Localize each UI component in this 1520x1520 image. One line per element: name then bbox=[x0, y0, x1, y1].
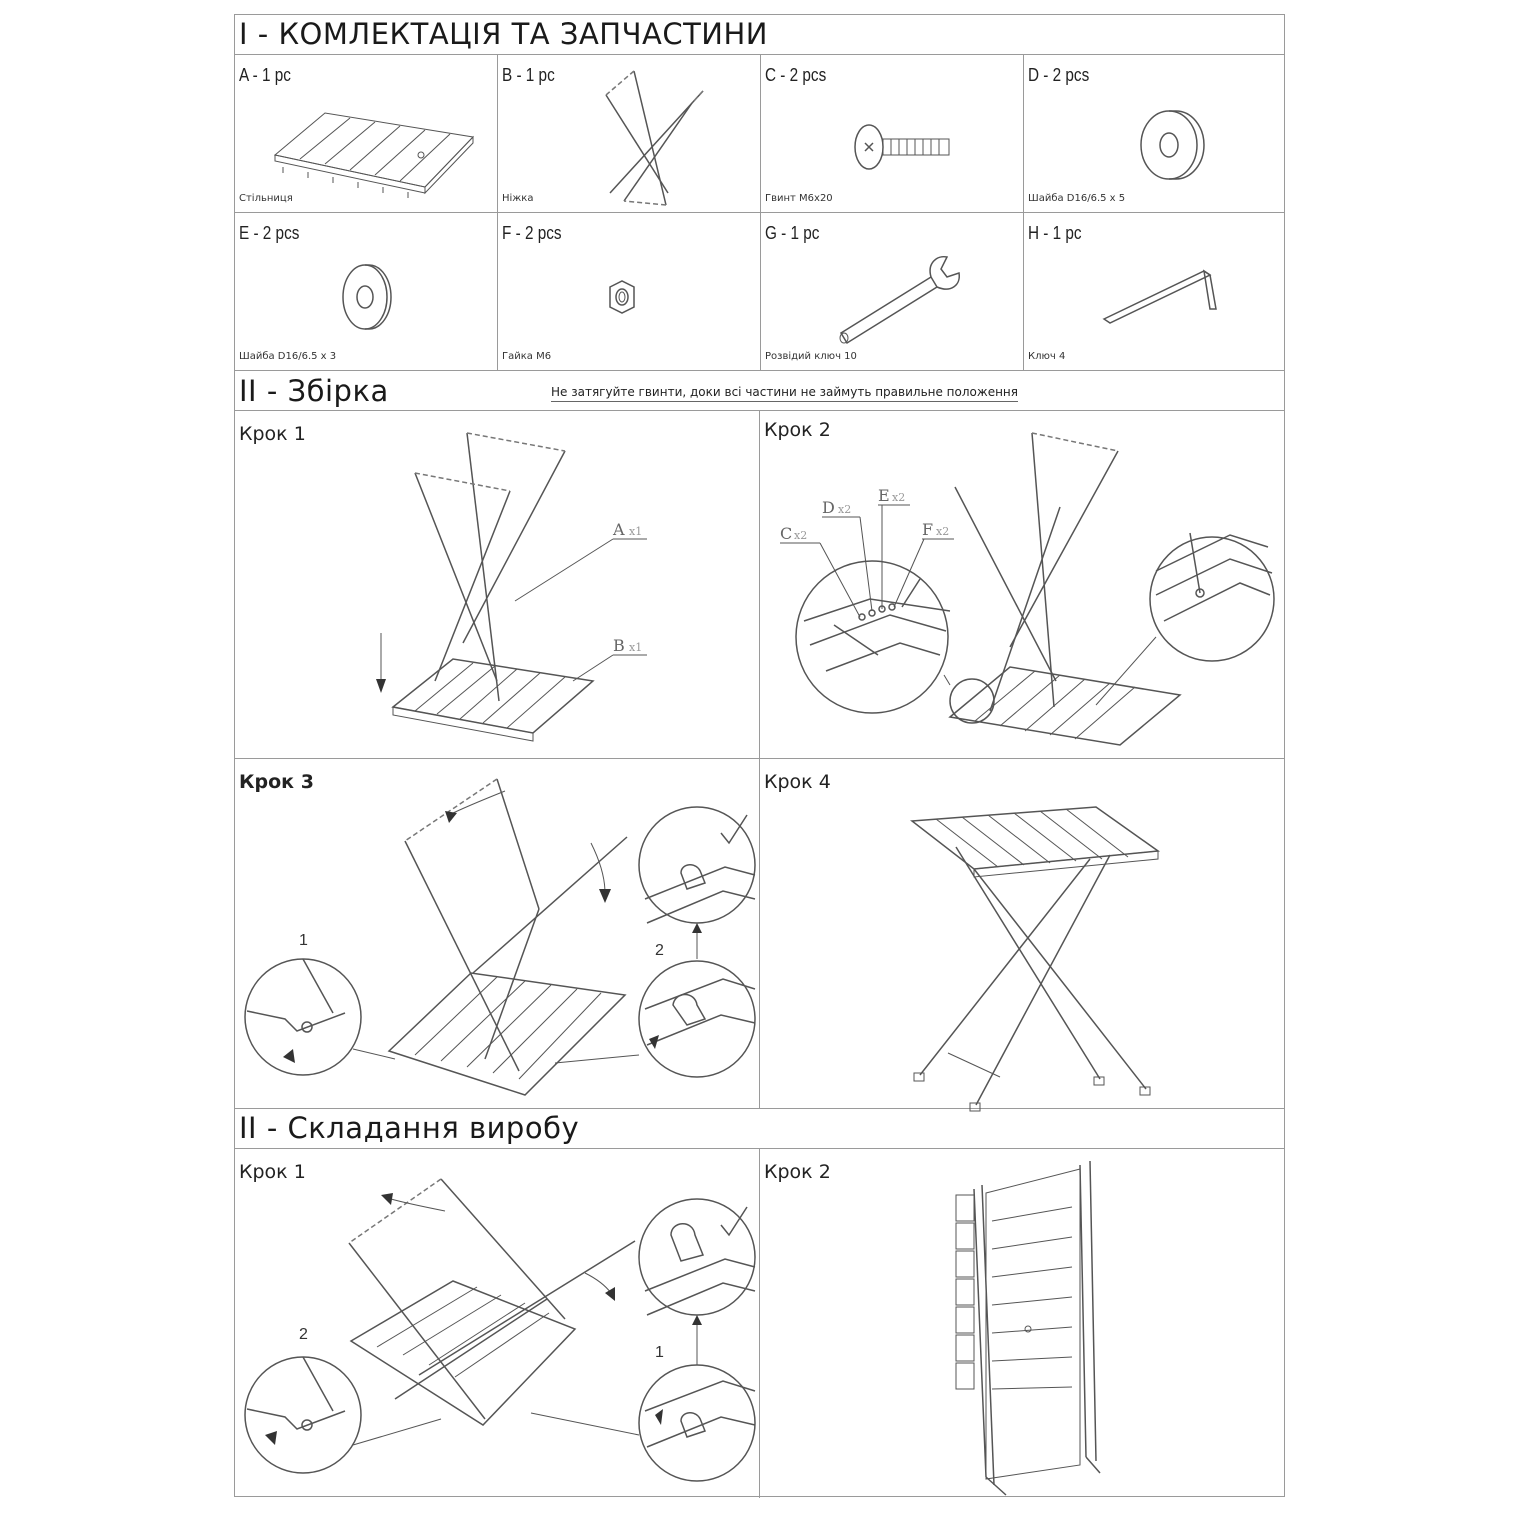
part-f-cell: F - 2 pcs Гайка М6 bbox=[498, 213, 761, 370]
assembly-step-1: Крок 1 A x1 bbox=[235, 411, 760, 758]
tabletop-icon bbox=[273, 112, 475, 198]
part-f-count: F - 2 pcs bbox=[502, 223, 562, 243]
marker-2: 2 bbox=[299, 1326, 308, 1343]
callout-d-qty: x2 bbox=[838, 503, 851, 516]
screw-icon bbox=[854, 124, 950, 170]
callout-d: D bbox=[822, 498, 835, 517]
part-h-count: H - 1 pc bbox=[1028, 223, 1082, 243]
wrench-icon bbox=[839, 255, 960, 345]
part-d-caption: Шайба D16/6.5 x 5 bbox=[1028, 193, 1126, 204]
leg-frame-icon bbox=[605, 70, 704, 206]
callout-e: E bbox=[878, 486, 890, 505]
section2-header: ІІ - Збірка Не затягуйте гвинти, доки вс… bbox=[235, 371, 1284, 411]
part-e-cell: E - 2 pcs Шайба D16/6.5 x 3 bbox=[235, 213, 498, 370]
callout-a: A bbox=[612, 520, 625, 539]
step1-illustration: A x1 B x1 bbox=[376, 432, 647, 742]
assembly-step-1-label: Крок 1 bbox=[239, 423, 306, 445]
assembly-step-4-label: Крок 4 bbox=[764, 771, 831, 793]
section2-title: ІІ - Збірка bbox=[239, 374, 389, 408]
assembly-step-2-label: Крок 2 bbox=[764, 419, 831, 441]
part-c-cell: C - 2 pcs Гвинт М6х20 bbox=[761, 55, 1024, 212]
part-f-caption: Гайка М6 bbox=[502, 351, 552, 362]
part-e-count: E - 2 pcs bbox=[239, 223, 300, 243]
hex-key-icon bbox=[1102, 269, 1217, 324]
assembly-step-3: Крок 3 1 bbox=[235, 759, 760, 1108]
step3-illustration: 1 2 bbox=[244, 778, 756, 1096]
step4-illustration bbox=[909, 806, 1161, 1112]
section1-header: І - КОМЛЕКТАЦІЯ ТА ЗАПЧАСТИНИ bbox=[235, 15, 1284, 55]
folding-step-1: Крок 1 2 bbox=[235, 1149, 760, 1498]
folding-step-2-label: Крок 2 bbox=[764, 1161, 831, 1183]
assembly-step-4: Крок 4 bbox=[760, 759, 1286, 1112]
callout-e-qty: x2 bbox=[892, 491, 905, 504]
washer-thin-icon bbox=[342, 264, 392, 330]
part-d-cell: D - 2 pcs Шайба D16/6.5 x 5 bbox=[1024, 55, 1286, 212]
part-b-cell: B - 1 pc Ніжка bbox=[498, 55, 761, 212]
assembly-row-1: Крок 1 A x1 bbox=[235, 411, 1284, 759]
callout-b-qty: x1 bbox=[629, 641, 642, 654]
section3-title: ІІ - Складання виробу bbox=[239, 1111, 580, 1145]
checkmark-icon bbox=[720, 814, 748, 845]
step2-illustration: C x2 D x2 E x2 F x2 bbox=[780, 432, 1275, 746]
callout-f-qty: x2 bbox=[936, 525, 949, 538]
rotate-arrow-icon bbox=[599, 889, 611, 903]
down-arrow-icon bbox=[376, 679, 386, 693]
marker-1: 1 bbox=[299, 932, 308, 949]
part-d-count: D - 2 pcs bbox=[1028, 65, 1090, 85]
part-g-cell: G - 1 pc Розвідий ключ 10 bbox=[761, 213, 1024, 370]
callout-a-qty: x1 bbox=[629, 525, 642, 538]
part-a-caption: Стільниця bbox=[239, 193, 293, 204]
callout-f: F bbox=[922, 520, 933, 539]
instruction-sheet: І - КОМЛЕКТАЦІЯ ТА ЗАПЧАСТИНИ A - 1 pc bbox=[234, 14, 1286, 1498]
callout-c: C bbox=[780, 524, 792, 543]
folding-row: Крок 1 2 bbox=[235, 1149, 1284, 1498]
nut-icon bbox=[609, 280, 635, 314]
parts-row-1: A - 1 pc Стільниця B - 1 pc bbox=[235, 55, 1284, 213]
folding-step1-illustration: 2 1 bbox=[244, 1178, 756, 1482]
marker-1: 1 bbox=[655, 1344, 664, 1361]
callout-b: B bbox=[613, 636, 625, 655]
assembly-note: Не затягуйте гвинти, доки всі частини не… bbox=[551, 385, 1018, 402]
assembly-step-2: Крок 2 C x2 D x2 E x2 F bbox=[760, 411, 1286, 758]
marker-2: 2 bbox=[655, 942, 664, 959]
folding-step-1-label: Крок 1 bbox=[239, 1161, 306, 1183]
part-c-count: C - 2 pcs bbox=[765, 65, 827, 85]
part-h-cell: H - 1 pc Ключ 4 bbox=[1024, 213, 1286, 370]
part-a-cell: A - 1 pc Стільниця bbox=[235, 55, 498, 212]
assembly-step-3-label: Крок 3 bbox=[239, 771, 314, 793]
part-c-caption: Гвинт М6х20 bbox=[765, 193, 833, 204]
checkmark-icon bbox=[720, 1206, 748, 1237]
rotate-arrow-icon bbox=[445, 811, 457, 823]
folding-step-2: Крок 2 bbox=[760, 1149, 1286, 1498]
part-g-caption: Розвідий ключ 10 bbox=[765, 351, 857, 362]
washer-thick-icon bbox=[1140, 110, 1205, 180]
part-g-count: G - 1 pc bbox=[765, 223, 820, 243]
folding-step2-illustration bbox=[955, 1160, 1101, 1496]
part-b-caption: Ніжка bbox=[502, 193, 534, 204]
part-a-count: A - 1 pc bbox=[239, 65, 291, 85]
part-b-count: B - 1 pc bbox=[502, 65, 555, 85]
part-h-caption: Ключ 4 bbox=[1028, 351, 1066, 362]
section1-title: І - КОМЛЕКТАЦІЯ ТА ЗАПЧАСТИНИ bbox=[239, 17, 768, 51]
part-e-caption: Шайба D16/6.5 x 3 bbox=[239, 351, 337, 362]
section3-header: ІІ - Складання виробу bbox=[235, 1109, 1284, 1149]
parts-row-2: E - 2 pcs Шайба D16/6.5 x 3 F - 2 pcs Га… bbox=[235, 213, 1284, 371]
callout-c-qty: x2 bbox=[794, 529, 807, 542]
assembly-row-2: Крок 3 1 bbox=[235, 759, 1286, 1112]
